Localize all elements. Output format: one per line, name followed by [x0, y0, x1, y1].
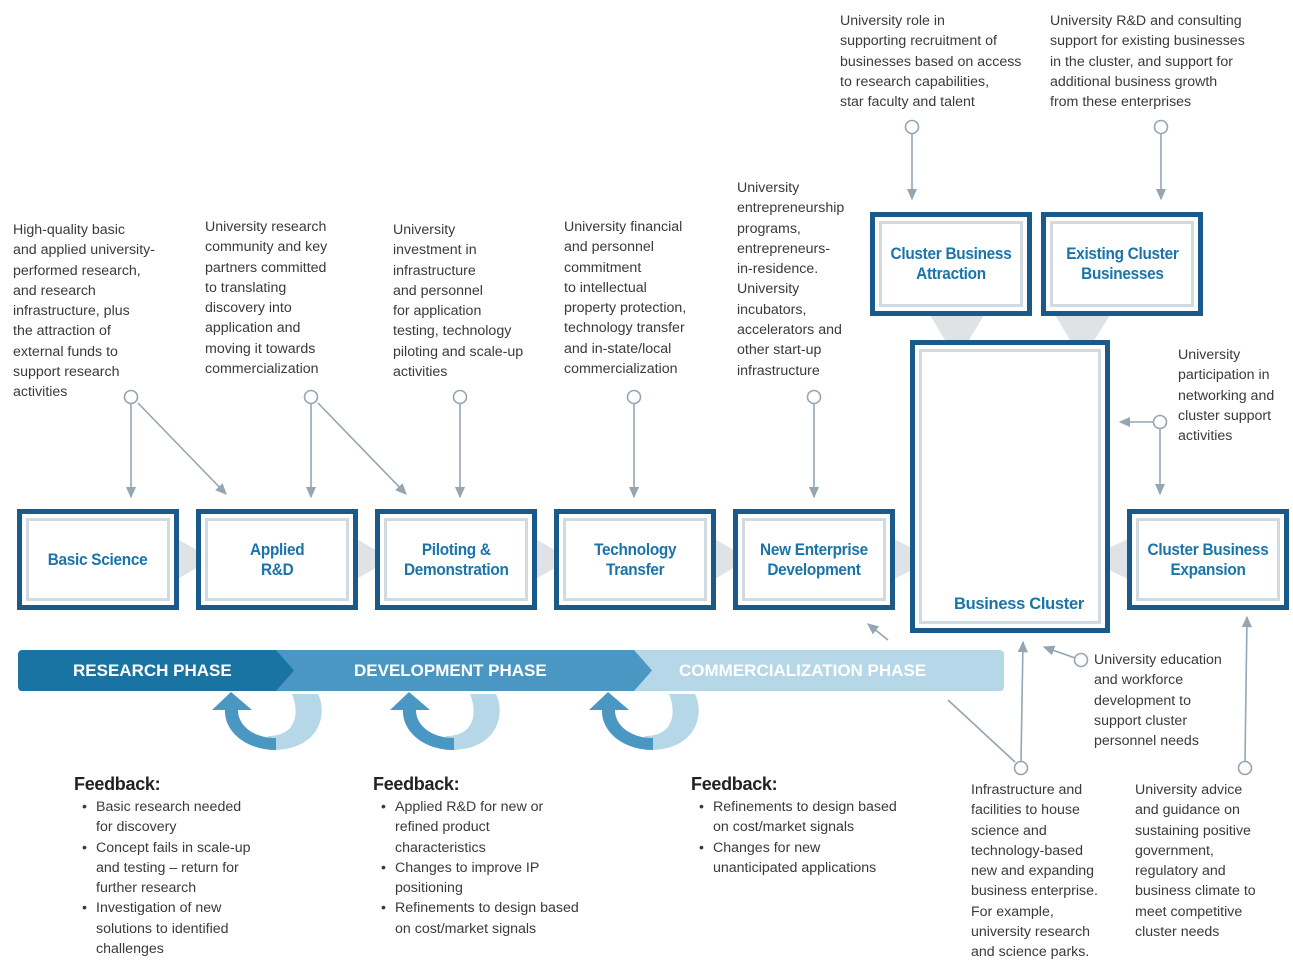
- note-networking: University participation in networking a…: [1178, 347, 1275, 445]
- research-phase-shape: [18, 650, 294, 691]
- stage-box-technology-transfer: Technology Transfer: [554, 509, 716, 610]
- note-applied-research: University research community and key pa…: [205, 219, 328, 378]
- note-cluster-attraction: University role in supporting recruitmen…: [840, 13, 1022, 111]
- development-phase-shape: [266, 650, 652, 691]
- cluster-attraction-box: Cluster Business Attraction: [870, 212, 1032, 316]
- feedback-list: Basic research needed for discovery Conc…: [74, 797, 251, 959]
- feedback-title: Feedback:: [373, 774, 460, 794]
- feedback-commercialization: Feedback: Refinements to design based on…: [691, 774, 897, 878]
- phase-bar: [18, 650, 1004, 691]
- feedback-item: Changes for new unanticipated applicatio…: [699, 838, 897, 879]
- stage-box-new-enterprise: New Enterprise Development: [733, 509, 895, 610]
- feedback-title: Feedback:: [691, 774, 778, 794]
- feedback-item: Applied R&D for new or refined product c…: [381, 797, 579, 858]
- feedback-loop-3: [589, 692, 699, 751]
- feedback-item: Concept fails in scale-up and testing – …: [82, 838, 251, 899]
- note-education: University education and workforce devel…: [1094, 652, 1222, 750]
- commercialization-phase-shape: [620, 650, 1004, 691]
- note-new-enterprise: University entrepreneurship programs, en…: [737, 180, 845, 379]
- business-cluster-box: [910, 340, 1110, 633]
- note-technology-transfer: University financial and personnel commi…: [564, 219, 687, 378]
- stage-box-piloting: Piloting & Demonstration: [375, 509, 537, 610]
- cluster-attraction-label: Cluster Business Attraction: [890, 245, 1012, 283]
- flow-arrow-2: [355, 538, 391, 580]
- feedback-item: Investigation of new solutions to identi…: [82, 898, 251, 959]
- feedback-research: Feedback: Basic research needed for disc…: [74, 774, 251, 959]
- feedback-item: Refinements to design based on cost/mark…: [381, 898, 579, 939]
- commercialization-phase-label: COMMERCIALIZATION PHASE: [679, 661, 927, 680]
- note-existing-cluster: University R&D and consulting support fo…: [1050, 13, 1245, 111]
- feedback-loop-1: [212, 692, 322, 751]
- note-basic-research: High-quality basic and applied universit…: [13, 222, 155, 401]
- feedback-list: Refinements to design based on cost/mark…: [691, 797, 897, 878]
- feedback-loops: [212, 692, 699, 751]
- stage-label-new-enterprise: New Enterprise Development: [760, 540, 868, 579]
- feedback-title: Feedback:: [74, 774, 161, 794]
- existing-cluster-box: Existing Cluster Businesses: [1041, 212, 1203, 316]
- feedback-item: Refinements to design based on cost/mark…: [699, 797, 897, 838]
- feedback-item: Basic research needed for discovery: [82, 797, 251, 838]
- feedback-list: Applied R&D for new or refined product c…: [373, 797, 579, 939]
- cluster-expansion-label: Cluster Business Expansion: [1147, 540, 1269, 579]
- stage-box-applied-rd: Applied R&D: [196, 509, 358, 610]
- stage-label-technology-transfer: Technology Transfer: [593, 540, 677, 579]
- note-piloting: University investment in infrastructure …: [393, 222, 524, 381]
- research-phase-label: RESEARCH PHASE: [73, 661, 232, 680]
- stage-box-basic-science: Basic Science: [17, 509, 179, 610]
- business-cluster-label: Business Cluster: [954, 595, 1084, 613]
- note-infrastructure: Infrastructure and facilities to house s…: [971, 782, 1098, 961]
- flow-arrow-existing: [1055, 315, 1110, 360]
- stage-label-piloting: Piloting & Demonstration: [403, 540, 509, 579]
- note-advice: University advice and guidance on sustai…: [1135, 782, 1256, 941]
- flow-arrow-attraction: [930, 315, 984, 360]
- feedback-item: Changes to improve IP positioning: [381, 858, 579, 899]
- flow-arrow-1: [176, 538, 212, 580]
- existing-cluster-label: Existing Cluster Businesses: [1065, 245, 1179, 283]
- feedback-development: Feedback: Applied R&D for new or refined…: [373, 774, 579, 939]
- flow-arrow-3: [534, 538, 570, 580]
- development-phase-label: DEVELOPMENT PHASE: [354, 661, 547, 680]
- feedback-loop-2: [390, 692, 500, 751]
- stage-label-basic-science: Basic Science: [48, 550, 148, 569]
- connectors: [123, 119, 1253, 776]
- flow-arrow-4: [713, 538, 749, 580]
- cluster-expansion-box: Cluster Business Expansion: [1127, 509, 1289, 610]
- stage-label-applied-rd: Applied R&D: [249, 540, 305, 579]
